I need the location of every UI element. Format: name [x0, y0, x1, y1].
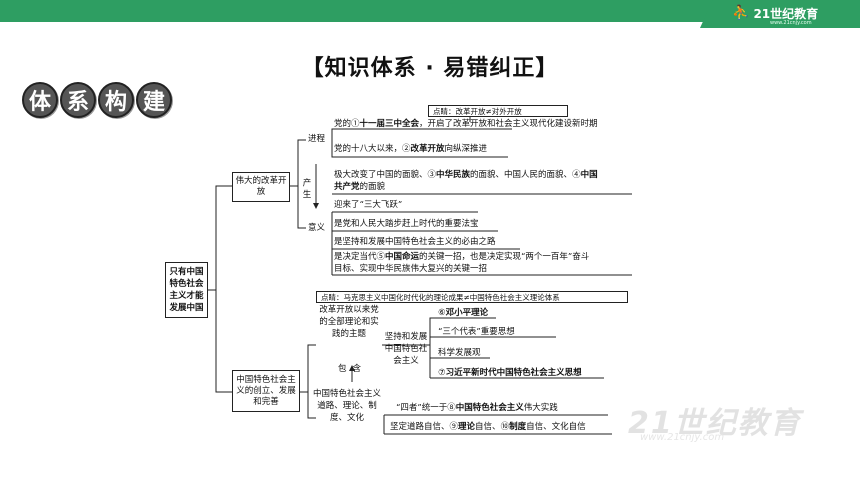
badge-char-1: 体: [22, 82, 58, 118]
meaning-item-4-cont: 目标、实现中华民族伟大复兴的关键一招: [334, 264, 488, 274]
top-banner: [0, 0, 860, 22]
label-meaning: 意义: [308, 223, 326, 233]
label-contain: 包含: [338, 364, 368, 374]
meaning-item-3: 是坚持和发展中国特色社会主义的必由之路: [334, 237, 496, 247]
produce-line-1: 极大改变了中国的面貌、③中华民族的面貌、中国人民的面貌、④中国: [334, 170, 598, 180]
meaning-item-1: 迎来了“三大飞跃”: [334, 200, 403, 210]
label-produce: 产生: [301, 178, 311, 201]
four-unity: “四者”统一于⑧中国特色社会主义伟大实践: [396, 403, 558, 413]
system-description: 中国特色社会主义道路、理论、制度、文化: [312, 389, 381, 423]
meaning-item-4: 是决定当代⑤中国命运的关键一招，也是决定实现“两个一百年”奋斗: [334, 252, 590, 262]
runner-icon: ⛹: [732, 5, 750, 21]
brand-logo: ⛹ 21世纪教育: [732, 4, 818, 22]
produce-line-2: 共产党的面貌: [334, 182, 386, 192]
top-banner-notch: [700, 0, 860, 28]
badge-char-4: 建: [136, 82, 172, 118]
watermark-logo: 21世纪教育: [628, 406, 802, 441]
tip-reform: 点睛：改革开放≠对外开放: [428, 105, 568, 117]
root-node: 只有中国特色社会主义才能发展中国: [165, 262, 208, 318]
section-badge: 体 系 构 建: [22, 82, 172, 118]
theory-deng: ⑥邓小平理论: [438, 308, 489, 318]
branch-socialism: 中国特色社会主义的创立、发展和完善: [232, 370, 300, 412]
theory-three-represents: “三个代表”重要思想: [438, 327, 515, 337]
theory-description: 改革开放以来党的全部理论和实践的主题: [319, 305, 379, 339]
theory-xi-thought: ⑦习近平新时代中国特色社会主义思想: [438, 368, 582, 378]
process-item-2: 党的十八大以来，②改革开放向纵深推进: [334, 144, 488, 154]
branch-reform-opening: 伟大的改革开放: [232, 172, 290, 202]
logo-url: www.21cnjy.com: [770, 20, 812, 26]
process-item-1: 党的①十一届三中全会，开启了改革开放和社会主义现代化建设新时期: [334, 119, 598, 129]
page-title: 【知识体系 · 易错纠正】: [301, 56, 559, 81]
theory-scientific-development: 科学发展观: [438, 348, 481, 358]
meaning-item-2: 是党和人民大踏步赶上时代的重要法宝: [334, 219, 479, 229]
four-confidences: 坚定道路自信、⑨理论自信、⑩制度自信、文化自信: [390, 422, 586, 432]
watermark-url: www.21cnjy.com: [640, 432, 725, 443]
tip-theory: 点睛：马克思主义中国化时代化的理论成果≠中国特色社会主义理论体系: [316, 291, 628, 303]
link-root-branch1: [208, 185, 232, 291]
badge-char-2: 系: [60, 82, 96, 118]
logo-text: 21世纪教育: [753, 6, 819, 21]
badge-char-3: 构: [98, 82, 134, 118]
label-process: 进程: [308, 134, 326, 144]
core-socialism: 坚持和发展中国特色社会主义: [384, 332, 428, 366]
